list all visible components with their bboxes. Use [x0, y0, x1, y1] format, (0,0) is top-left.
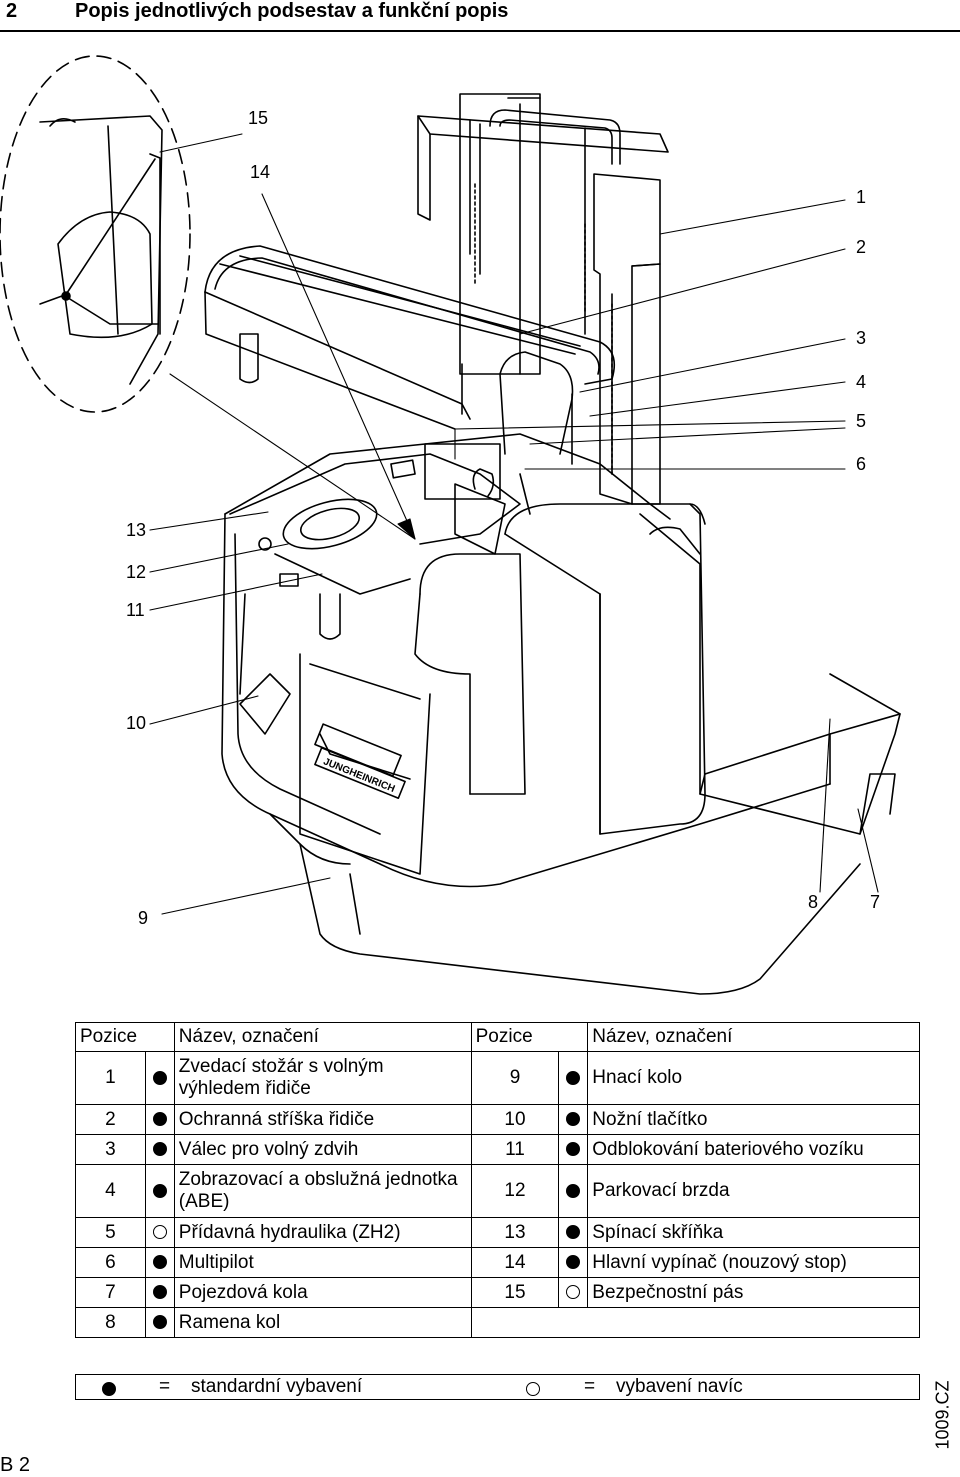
document-code: 1009.CZ	[930, 1360, 956, 1470]
position-number: 13	[470, 1217, 560, 1248]
table-row: 2 Ochranná stříška řidiče 10 Nožní tlačí…	[75, 1104, 920, 1135]
position-number: 2	[75, 1104, 146, 1135]
key-equals-optional: =	[584, 1376, 596, 1397]
position-number: 15	[470, 1277, 560, 1308]
header-name-left: Název, označení	[173, 1022, 472, 1052]
header-name-right: Název, označení	[587, 1022, 920, 1052]
standard-bullet-icon	[144, 1104, 175, 1135]
callout-6: 6	[856, 454, 867, 474]
callout-14: 14	[250, 162, 271, 182]
component-name: Pojezdová kola	[173, 1277, 472, 1308]
table-row: 3 Válec pro volný zdvih 11 Odblokování b…	[75, 1134, 920, 1165]
callout-1: 1	[856, 187, 867, 207]
header-position-left: Pozice	[75, 1022, 175, 1052]
dashboard	[229, 443, 531, 640]
table-row: 6 Multipilot 14 Hlavní vypínač (nouzový …	[75, 1247, 920, 1278]
page-number: B 2	[0, 1454, 31, 1476]
optional-bullet-icon	[558, 1277, 589, 1308]
seat-backrest	[414, 503, 706, 835]
key-standard-label: standardní vybavení	[191, 1376, 363, 1397]
callout-10: 10	[126, 713, 147, 733]
standard-bullet-icon	[558, 1051, 589, 1105]
position-number: 9	[470, 1051, 560, 1105]
component-name: Parkovací brzda	[587, 1164, 920, 1218]
component-name: Odblokování bateriového vozíku	[587, 1134, 920, 1165]
component-name: Hlavní vypínač (nouzový stop)	[587, 1247, 920, 1278]
callout-15: 15	[248, 108, 269, 128]
truck-figure: JUNGHEINRICH 15 14 1 2 3 4 5	[0, 34, 960, 1014]
component-name: Nožní tlačítko	[587, 1104, 920, 1135]
callout-4: 4	[856, 372, 867, 392]
legend-header-row: Pozice Název, označení Pozice Název, ozn…	[75, 1022, 920, 1052]
empty-cell	[470, 1307, 921, 1338]
component-name: Zobrazovací a obslužná jednotka (ABE)	[173, 1164, 472, 1218]
position-number: 7	[75, 1277, 146, 1308]
standard-bullet-icon	[144, 1277, 175, 1308]
position-number: 11	[470, 1134, 560, 1165]
component-name: Ramena kol	[173, 1307, 472, 1338]
table-row: 4 Zobrazovací a obslužná jednotka (ABE) …	[75, 1164, 920, 1218]
table-row: 8 Ramena kol	[75, 1307, 921, 1338]
seat-belt-detail	[0, 55, 191, 413]
document-code-text: 1009.CZ	[932, 1380, 953, 1450]
header-rule	[0, 30, 960, 32]
key-equals-standard: =	[159, 1376, 171, 1397]
position-number: 6	[75, 1247, 146, 1278]
callout-2: 2	[856, 237, 867, 257]
position-number: 3	[75, 1134, 146, 1165]
page-header: 2 Popis jednotlivých podsestav a funkční…	[0, 0, 960, 30]
optional-bullet-icon	[144, 1217, 175, 1248]
header-position-right: Pozice	[470, 1022, 589, 1052]
component-name: Bezpečnostní pás	[587, 1277, 920, 1308]
callout-9: 9	[138, 908, 149, 928]
component-name: Ochranná stříška řidiče	[173, 1104, 472, 1135]
component-name: Válec pro volný zdvih	[173, 1134, 472, 1165]
component-name: Spínací skříňka	[587, 1217, 920, 1248]
standard-bullet-icon	[558, 1134, 589, 1165]
legend-table: Pozice Název, označení Pozice Název, ozn…	[75, 1022, 921, 1338]
standard-bullet-icon	[144, 1051, 175, 1105]
position-number: 1	[75, 1051, 146, 1105]
leader-lines	[149, 133, 879, 915]
standard-bullet-icon	[558, 1164, 589, 1218]
callout-5: 5	[856, 411, 867, 431]
position-number: 4	[75, 1164, 146, 1218]
position-number: 12	[470, 1164, 560, 1218]
table-row: 5 Přídavná hydraulika (ZH2) 13 Spínací s…	[75, 1217, 920, 1248]
standard-bullet-icon	[558, 1217, 589, 1248]
callout-8: 8	[808, 892, 819, 912]
position-number: 8	[75, 1307, 146, 1338]
key-optional-label: vybavení navíc	[616, 1376, 743, 1397]
callout-7: 7	[870, 892, 881, 912]
equipment-key: = standardní vybavení = vybavení navíc	[75, 1374, 920, 1400]
chapter-title: Popis jednotlivých podsestav a funkční p…	[75, 0, 509, 22]
component-name: Přídavná hydraulika (ZH2)	[173, 1217, 472, 1248]
table-row: 1 Zvedací stožár s volným výhledem řidič…	[75, 1051, 920, 1105]
truck-body	[221, 433, 901, 995]
position-number: 10	[470, 1104, 560, 1135]
standard-bullet-icon	[144, 1247, 175, 1278]
callout-3: 3	[856, 328, 867, 348]
truck-illustration: JUNGHEINRICH	[0, 55, 901, 995]
position-number: 5	[75, 1217, 146, 1248]
component-name: Zvedací stožár s volným výhledem řidiče	[173, 1051, 472, 1105]
table-row: 7 Pojezdová kola 15 Bezpečnostní pás	[75, 1277, 920, 1308]
standard-bullet-icon	[144, 1134, 175, 1165]
standard-bullet-icon	[144, 1307, 175, 1338]
standard-bullet-icon	[558, 1104, 589, 1135]
callout-11: 11	[126, 600, 145, 620]
position-number: 14	[470, 1247, 560, 1278]
component-name: Hnací kolo	[587, 1051, 920, 1105]
overhead-guard	[204, 245, 616, 455]
callout-13: 13	[126, 520, 147, 540]
callout-12: 12	[126, 562, 147, 582]
standard-bullet-icon	[144, 1164, 175, 1218]
standard-bullet-icon	[558, 1247, 589, 1278]
chapter-number: 2	[6, 0, 18, 22]
component-name: Multipilot	[173, 1247, 472, 1278]
